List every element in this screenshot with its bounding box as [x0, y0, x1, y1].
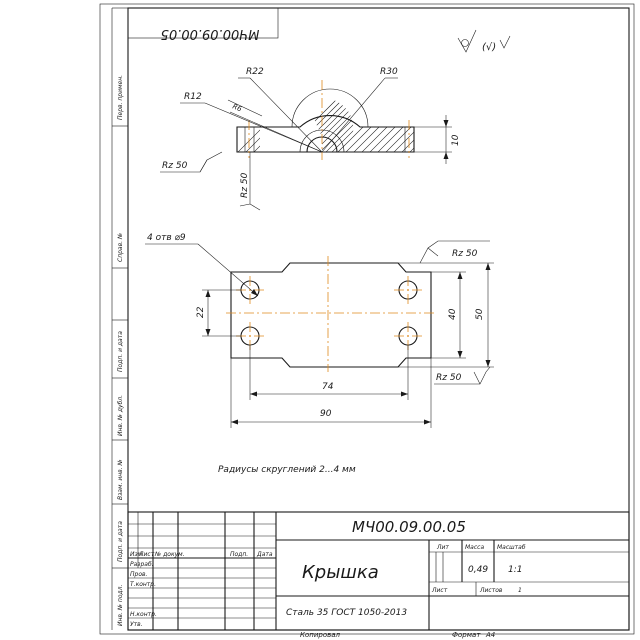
title-block: МЧ00.09.00.05 Крышка Сталь 35 ГОСТ 1050-…: [127, 511, 630, 631]
row-tkontr: Т.контр.: [130, 581, 156, 588]
note-fillet-radii: Радиусы скруглений 2...4 мм: [218, 465, 356, 475]
mass-value: 0,49: [468, 565, 488, 575]
title-part-name: Крышка: [302, 562, 379, 583]
side-label-vzam-inv: Взам. инв. №: [117, 459, 124, 500]
col-data: Дата: [256, 551, 273, 558]
side-label-podp-data-1: Подп. и дата: [117, 331, 124, 372]
dim-74: 74: [322, 382, 334, 392]
side-strip: Перв. примен. Справ. № Подп. и дата Инв.…: [111, 7, 128, 630]
plan-view: 4 отв ⌀9 22 40 50 74 90: [145, 233, 494, 428]
side-label-podp-data-2: Подп. и дата: [117, 521, 124, 562]
format-label: Формат: [452, 631, 481, 639]
rz-plan-top: Rz 50: [452, 249, 478, 259]
copied-label: Копировал: [300, 631, 341, 639]
rz-base-top: Rz 50: [240, 172, 250, 198]
dim-22: 22: [196, 306, 206, 318]
side-label-inv-podl: Инв. № подл.: [117, 585, 124, 626]
section-hatch-lug-left: [237, 129, 260, 152]
sheets-value: 1: [518, 587, 522, 594]
side-label-inv-dubl: Инв. № дубл.: [117, 395, 124, 436]
rz-plan-bottom: Rz 50: [436, 373, 462, 383]
row-prov: Пров.: [130, 571, 148, 578]
radius-r22: R22: [246, 67, 264, 77]
dim-height-10: 10: [451, 134, 461, 146]
front-view: R22 R30 R12 R6 10 Rz 50 Rz 50: [160, 67, 461, 211]
dim-50: 50: [475, 308, 485, 320]
radius-r30: R30: [380, 67, 398, 77]
row-nkontr: Н.контр.: [130, 611, 157, 618]
col-podp: Подп.: [230, 551, 248, 558]
dim-40: 40: [448, 308, 458, 320]
general-roughness: (√): [457, 29, 511, 53]
rz-left-top: Rz 50: [162, 161, 188, 171]
col-izm: Изм: [130, 551, 143, 558]
col-docnum: № докум.: [154, 551, 185, 558]
dim-90: 90: [320, 409, 332, 419]
title-designation: МЧ00.09.00.05: [352, 518, 466, 536]
format-value: А4: [485, 631, 495, 639]
sheets-label: Листов: [479, 587, 503, 594]
sheet-label: Лист: [431, 587, 448, 594]
col-list: Лист: [138, 551, 155, 558]
radius-r12: R12: [184, 92, 202, 102]
header-massa: Масса: [465, 544, 484, 551]
row-utv: Утв.: [130, 621, 143, 628]
radius-r6: R6: [231, 102, 243, 113]
title-material: Сталь 35 ГОСТ 1050-2013: [286, 608, 407, 618]
section-hatch-dome: [307, 99, 354, 152]
scale-value: 1:1: [508, 565, 522, 575]
header-masshtab: Масштаб: [497, 544, 526, 551]
holes-note: 4 отв ⌀9: [147, 233, 186, 243]
side-label-sprav: Справ. №: [117, 233, 124, 262]
general-roughness-label: (√): [482, 42, 496, 53]
header-lit: Лит: [436, 544, 449, 551]
top-stamp: МЧ00.09.00.05: [127, 7, 279, 41]
side-label-perv-primen: Перв. примен.: [117, 75, 124, 120]
row-razrab: Разраб.: [130, 561, 154, 568]
top-stamp-text: МЧ00.09.00.05: [161, 26, 260, 41]
